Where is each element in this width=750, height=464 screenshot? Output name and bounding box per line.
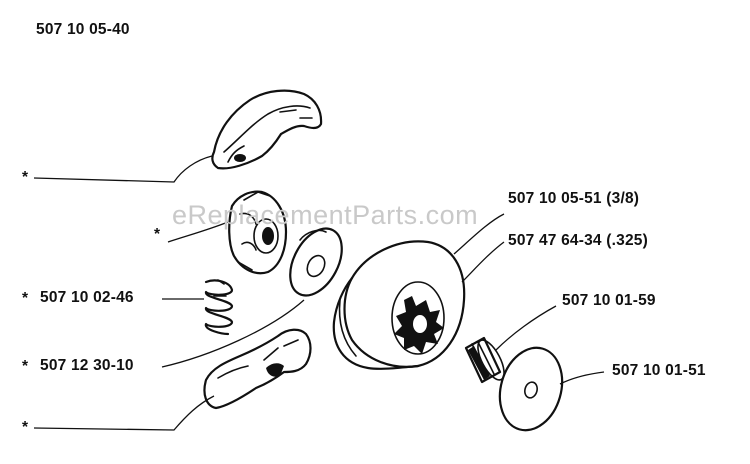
label-outer-washer: 507 10 01-51 [612, 362, 706, 379]
label-needle-bearing: 507 10 01-59 [562, 292, 656, 309]
needle-bearing [464, 336, 505, 384]
label-drum-38: 507 10 05-51 (3/8) [508, 190, 640, 207]
label-spring-asterisk: * [22, 290, 29, 307]
label-washer-asterisk: * [22, 358, 29, 375]
clutch-center-hub [228, 190, 288, 275]
leader-lines [33, 155, 605, 431]
header-part-number: 507 10 05-40 [36, 21, 130, 38]
label-shoe-bottom: * [22, 419, 29, 436]
label-clutch-center: * [154, 226, 161, 243]
washer-outer [498, 346, 564, 432]
coil-spring [204, 279, 234, 336]
clutch-shoe-top [211, 89, 323, 170]
clutch-drum [332, 240, 466, 370]
watermark: eReplacementParts.com [172, 200, 479, 230]
label-washer: 507 12 30-10 [40, 357, 134, 374]
label-spring: 507 10 02-46 [40, 289, 134, 306]
label-shoe-top: * [22, 169, 29, 186]
label-drum-325: 507 47 64-34 (.325) [508, 232, 648, 249]
washer-left [289, 227, 343, 297]
clutch-shoe-bottom [203, 328, 312, 410]
